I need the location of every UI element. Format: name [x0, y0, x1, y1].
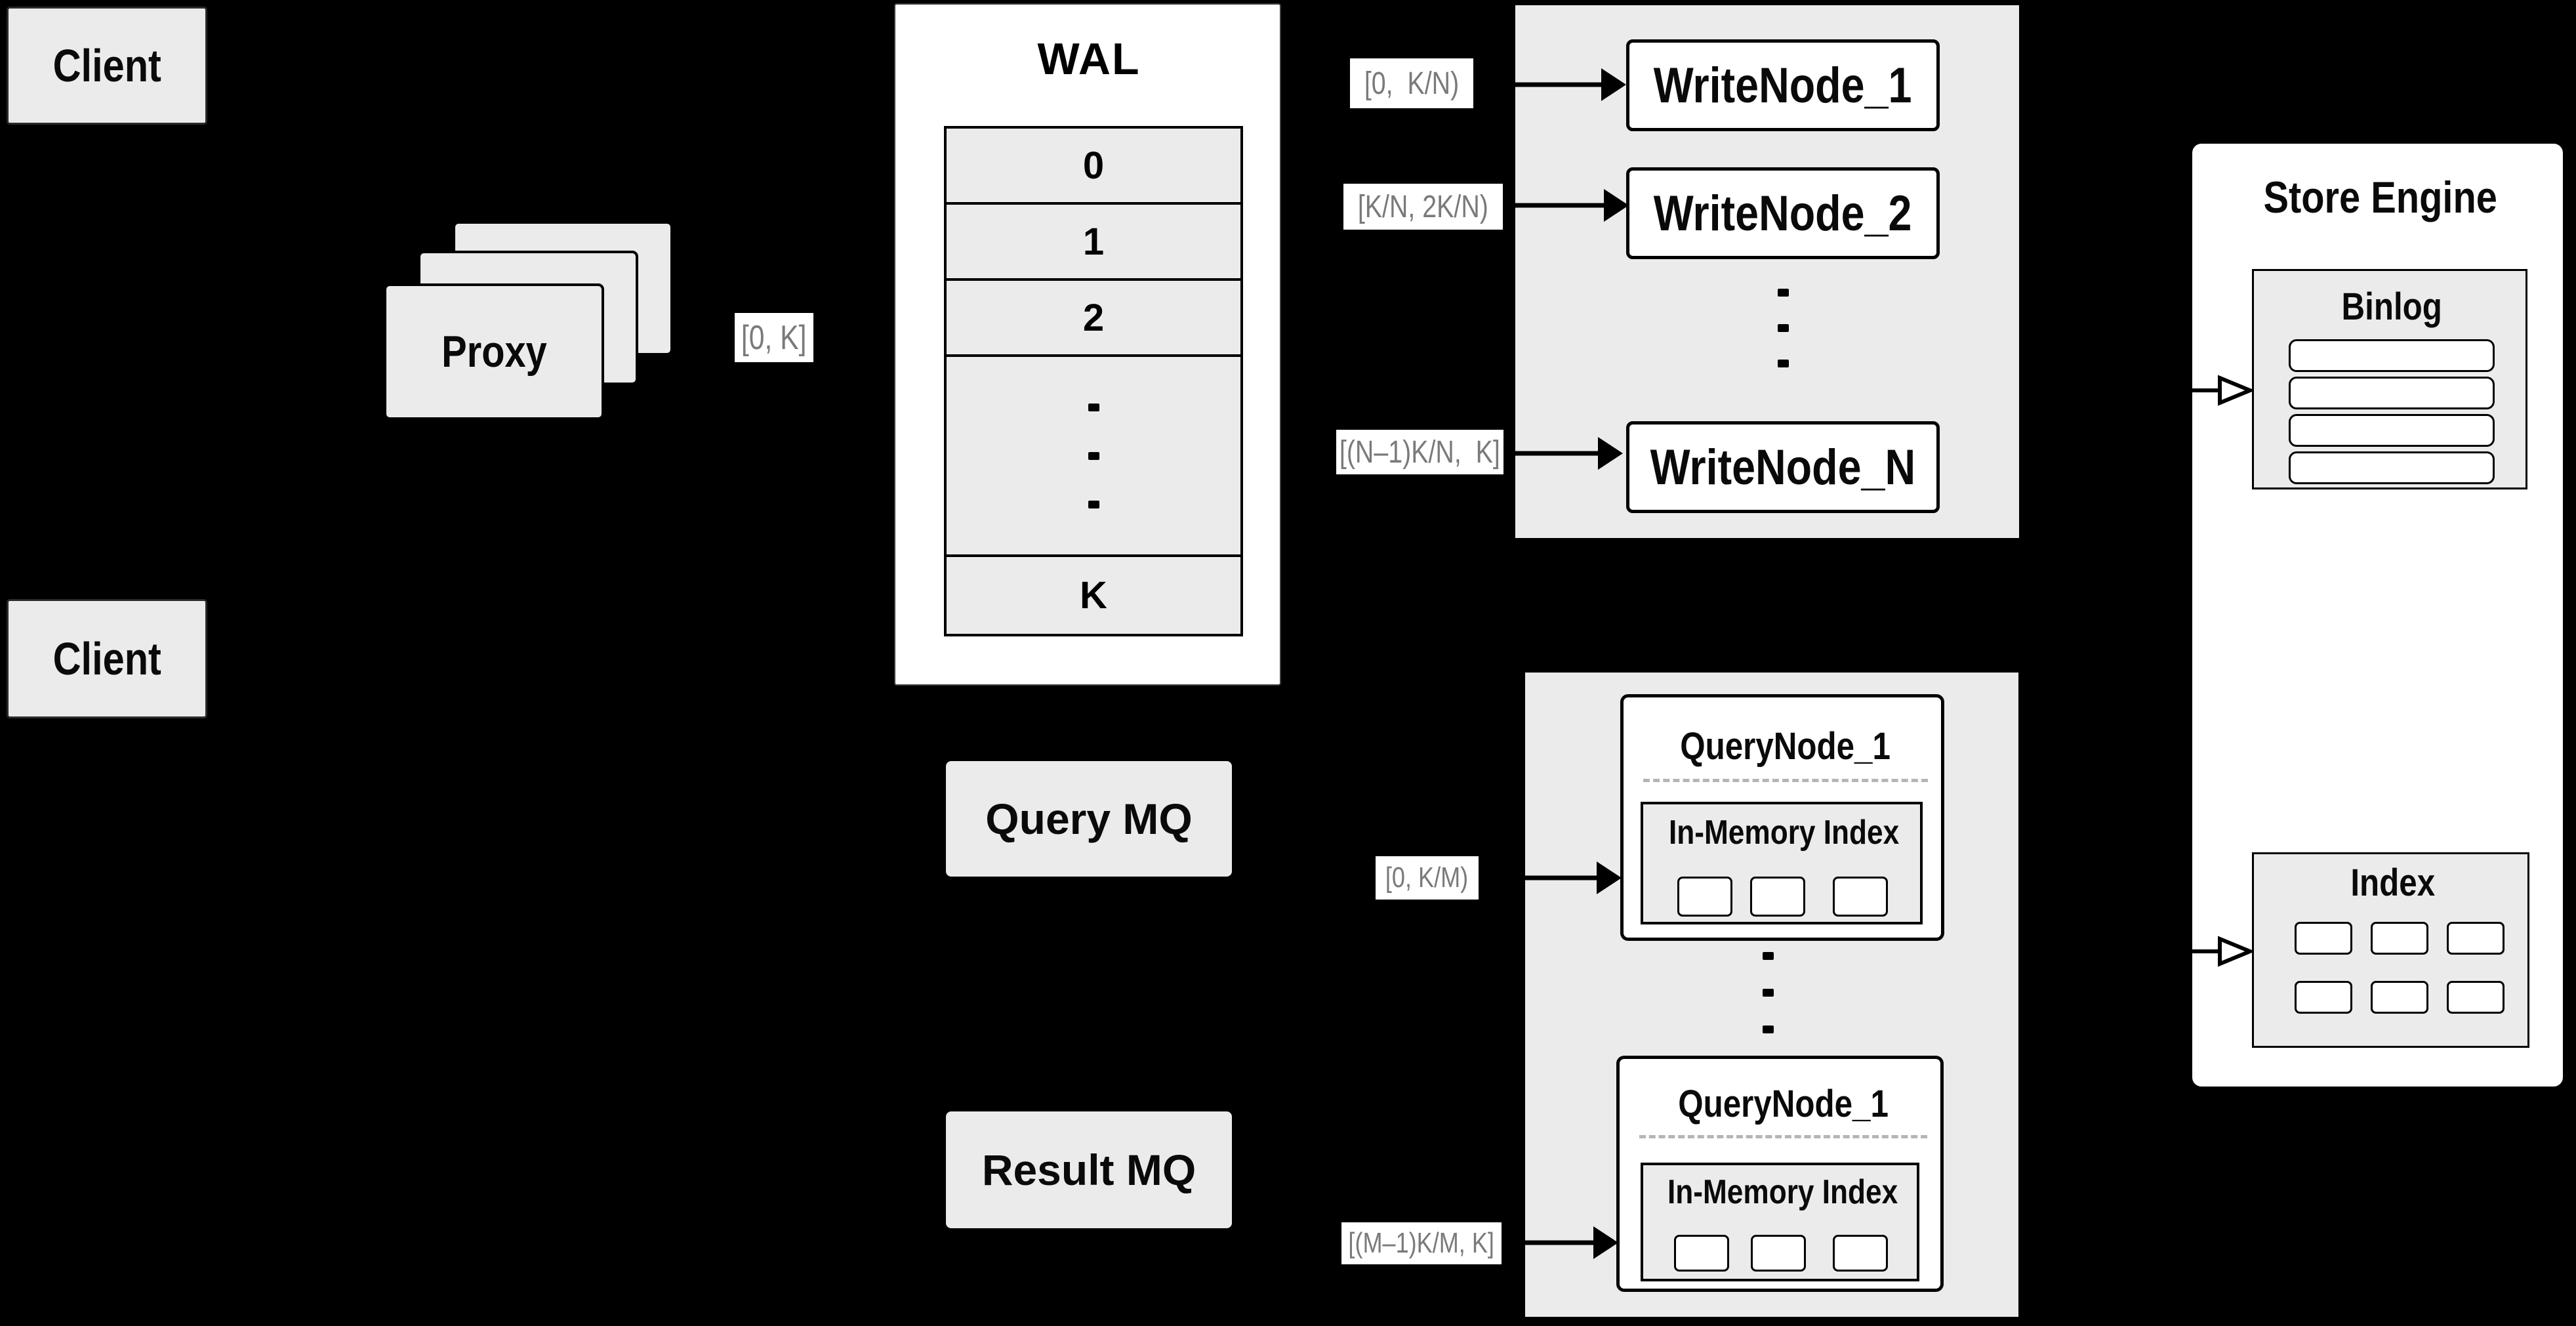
query-node-ellipsis: [1735, 928, 1801, 1056]
binlog-segment: [2289, 451, 2495, 484]
client-bottom-label: Client: [52, 633, 161, 684]
range-label-querynode-top: [0, K/M): [1376, 856, 1479, 900]
wal-row-0: 0: [947, 129, 1240, 205]
arrow-to-writenode-n: [1503, 437, 1623, 470]
index-title: Index: [2350, 861, 2435, 904]
index-cell: [2295, 922, 2352, 955]
range-label-proxy-to-wal: [0, K]: [735, 313, 813, 362]
query-node-bottom-divider: [1639, 1135, 1927, 1138]
client-top-label: Client: [52, 40, 161, 91]
in-memory-index-top-title: In-Memory Index: [1669, 814, 1900, 852]
write-node-1: WriteNode_1: [1626, 39, 1940, 131]
wal-title: WAL: [1037, 34, 1141, 84]
binlog-segment: [2289, 339, 2495, 372]
index-cell: [2447, 922, 2504, 955]
wal-row-k: K: [1080, 574, 1107, 617]
arrow-to-querynode-top: [1479, 861, 1622, 894]
query-node-top: QueryNode_1 In-Memory Index: [1620, 694, 1944, 941]
wal-box: WAL 0 1 2 K: [894, 3, 1281, 686]
result-mq-box: Result MQ: [946, 1111, 1232, 1228]
write-node-2: WriteNode_2: [1626, 167, 1940, 259]
arrow-to-index: [2173, 936, 2254, 967]
wal-ellipsis: [1088, 403, 1099, 508]
index-cell: [2447, 981, 2504, 1014]
store-engine-box: Store Engine Binlog Index: [2190, 141, 2566, 1089]
index-cell: [2371, 922, 2428, 955]
binlog-segment: [2289, 414, 2495, 447]
wal-row-2: 2: [947, 281, 1240, 357]
index-cell: [2371, 981, 2428, 1014]
memory-segment-cell: [1677, 877, 1732, 917]
arrow-to-querynode-bottom: [1502, 1226, 1618, 1259]
binlog-box: Binlog: [2252, 269, 2527, 489]
store-engine-title: Store Engine: [2263, 173, 2497, 222]
write-node-n: WriteNode_N: [1626, 421, 1940, 513]
in-memory-index-bottom-title: In-Memory Index: [1667, 1173, 1898, 1211]
index-box: Index: [2252, 852, 2529, 1048]
arrow-to-writenode-1: [1473, 68, 1626, 101]
wal-row-1: 1: [947, 205, 1240, 281]
memory-segment-cell: [1750, 877, 1805, 917]
wal-row-ellipsis: [947, 357, 1240, 557]
query-node-bottom: QueryNode_1 In-Memory Index: [1616, 1056, 1944, 1292]
range-label-writenode-1: [0, K/N): [1350, 58, 1473, 108]
arrow-to-writenode-2: [1507, 189, 1629, 222]
memory-segment-cell: [1674, 1235, 1729, 1272]
memory-segment-cell: [1833, 877, 1888, 917]
range-label-writenode-n: [(N–1)K/N, K]: [1336, 430, 1503, 474]
query-mq-box: Query MQ: [946, 761, 1232, 877]
client-box-bottom: Client: [7, 599, 207, 718]
memory-segment-cell: [1751, 1235, 1806, 1272]
binlog-title: Binlog: [2341, 285, 2442, 328]
write-node-ellipsis: [1750, 262, 1816, 394]
binlog-segment: [2289, 377, 2495, 409]
index-cell: [2295, 981, 2352, 1014]
proxy-label: Proxy: [441, 327, 547, 377]
query-node-bottom-title: QueryNode_1: [1678, 1082, 1889, 1125]
client-box-top: Client: [7, 7, 207, 125]
in-memory-index-top: In-Memory Index: [1641, 802, 1923, 924]
query-node-top-divider: [1643, 779, 1928, 782]
in-memory-index-bottom: In-Memory Index: [1641, 1163, 1919, 1281]
arrow-to-binlog: [2173, 375, 2254, 406]
range-label-querynode-bottom: [(M–1)K/M, K]: [1341, 1222, 1502, 1264]
query-node-top-title: QueryNode_1: [1680, 724, 1891, 768]
proxy-box-front: Proxy: [384, 283, 604, 420]
range-label-writenode-2: [K/N, 2K/N): [1343, 184, 1503, 230]
wal-table: 0 1 2 K: [944, 126, 1243, 636]
memory-segment-cell: [1833, 1235, 1888, 1272]
